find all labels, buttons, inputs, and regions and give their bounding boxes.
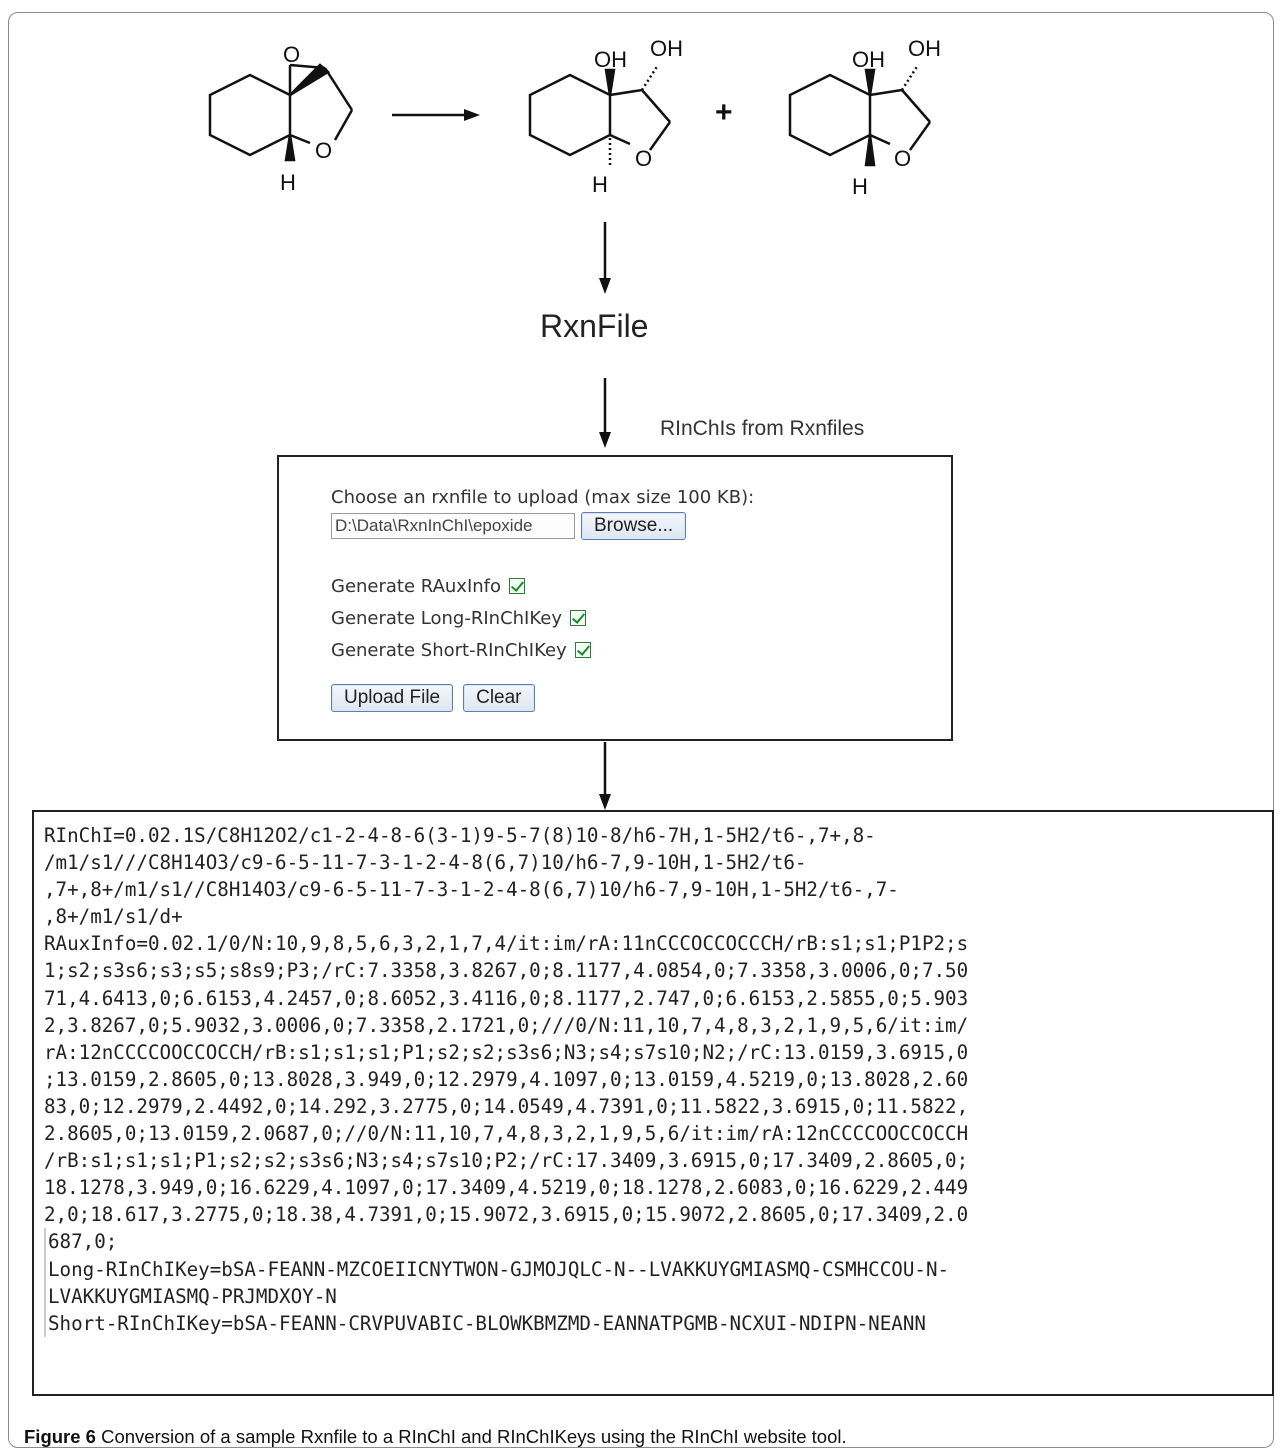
rinchi-output-text: RInChI=0.02.1S/C8H12O2/c1-2-4-8-6(3-1)9-… <box>44 822 1266 1337</box>
plus-sign: + <box>715 96 733 129</box>
option-long-rinchikey-label: Generate Long-RInChIKey <box>331 607 562 629</box>
down-arrow-2 <box>599 378 611 448</box>
output-line: 687,0; <box>44 1228 1266 1256</box>
file-path-input[interactable]: D:\Data\RxnInChI\epoxide <box>331 513 575 539</box>
rauxinfo-checkbox[interactable] <box>509 578 526 594</box>
output-line: 1;s2;s3s6;s3;s5;s8s9;P3;/rC:7.3358,3.826… <box>44 959 969 983</box>
down-arrow-1 <box>599 222 611 294</box>
long-rinchikey-checkbox[interactable] <box>570 610 586 626</box>
product2-ring-o: O <box>894 146 911 171</box>
option-rauxinfo-label: Generate RAuxInfo <box>331 575 502 597</box>
reactant-h: H <box>280 170 296 195</box>
reaction-arrow <box>392 109 480 121</box>
product1-h: H <box>592 172 608 197</box>
option-short-rinchikey: Generate Short-RInChIKey <box>331 634 754 666</box>
option-short-rinchikey-label: Generate Short-RInChIKey <box>331 639 567 661</box>
product1-oh-1: OH <box>594 47 627 72</box>
product2-oh-2: OH <box>908 36 941 61</box>
product2-oh-1: OH <box>852 47 885 72</box>
reactant-epoxide-o: O <box>283 42 300 67</box>
product2-structure <box>788 64 932 167</box>
upload-tool-panel: Choose an rxnfile to upload (max size 10… <box>277 455 953 741</box>
option-rauxinfo: Generate RAuxInfo <box>331 570 754 602</box>
output-line: Short-RInChIKey=bSA-FEANN-CRVPUVABIC-BLO… <box>44 1309 1266 1337</box>
short-rinchikey-checkbox[interactable] <box>574 642 591 658</box>
tool-title: RInChIs from Rxnfiles <box>660 417 865 440</box>
product1-oh-2: OH <box>650 36 683 61</box>
output-line: ;13.0159,2.8605,0;13.8028,3.949,0;12.297… <box>44 1067 969 1091</box>
product2-h: H <box>852 174 868 199</box>
rinchi-output-panel: RInChI=0.02.1S/C8H12O2/c1-2-4-8-6(3-1)9-… <box>32 810 1274 1396</box>
output-line: RInChI=0.02.1S/C8H12O2/c1-2-4-8-6(3-1)9-… <box>44 824 876 847</box>
reaction-scheme: O O H OH OH O H + OH OH O H <box>208 36 941 199</box>
output-line: /m1/s1///C8H14O3/c9-6-5-11-7-3-1-2-4-8(6… <box>44 851 807 875</box>
output-line: 2,3.8267,0;5.9032,3.0006,0;7.3358,2.1721… <box>44 1013 969 1037</box>
clear-button[interactable]: Clear <box>463 684 535 712</box>
down-arrow-3 <box>599 742 611 810</box>
product1-structure <box>528 64 672 165</box>
figure-caption: Figure 6 Conversion of a sample Rxnfile … <box>24 1426 847 1448</box>
output-line: 18.1278,3.949,0;16.6229,4.1097,0;17.3409… <box>44 1176 969 1200</box>
output-line: LVAKKUYGMIASMQ-PRJMDXOY-N <box>44 1282 1266 1310</box>
output-line: 71,4.6413,0;6.6153,4.2457,0;8.6052,3.411… <box>44 986 969 1010</box>
output-line: 2.8605,0;13.0159,2.0687,0;//0/N:11,10,7,… <box>44 1122 969 1146</box>
output-line: RAuxInfo=0.02.1/0/N:10,9,8,5,6,3,2,1,7,4… <box>44 932 969 956</box>
output-line: rA:12nCCCCOOCCOCCH/rB:s1;s1;s1;P1;s2;s2;… <box>44 1040 969 1064</box>
choose-file-label: Choose an rxnfile to upload (max size 10… <box>331 487 755 508</box>
product1-ring-o: O <box>635 146 652 171</box>
browse-button[interactable]: Browse... <box>581 512 687 540</box>
rxnfile-label: RxnFile <box>540 308 649 344</box>
output-line: Long-RInChIKey=bSA-FEANN-MZCOEIICNYTWON-… <box>44 1255 1266 1283</box>
caption-text: Conversion of a sample Rxnfile to a RInC… <box>95 1426 847 1447</box>
output-line: ,7+,8+/m1/s1//C8H14O3/c9-6-5-11-7-3-1-2-… <box>44 878 899 902</box>
reactant-ring-o: O <box>315 138 332 163</box>
output-line: 2,0;18.617,3.2775,0;18.38,4.7391,0;15.90… <box>44 1203 969 1227</box>
reactant-structure <box>208 63 354 162</box>
figure-label: Figure 6 <box>24 1426 96 1447</box>
output-line: 83,0;12.2979,2.4492,0;14.292,3.2775,0;14… <box>44 1094 969 1118</box>
option-long-rinchikey: Generate Long-RInChIKey <box>331 602 754 634</box>
upload-file-button[interactable]: Upload File <box>331 684 454 712</box>
output-line: /rB:s1;s1;s1;P1;s2;s2;s3s6;N3;s4;s7s10;P… <box>44 1149 969 1173</box>
output-line: ,8+/m1/s1/d+ <box>44 905 183 929</box>
